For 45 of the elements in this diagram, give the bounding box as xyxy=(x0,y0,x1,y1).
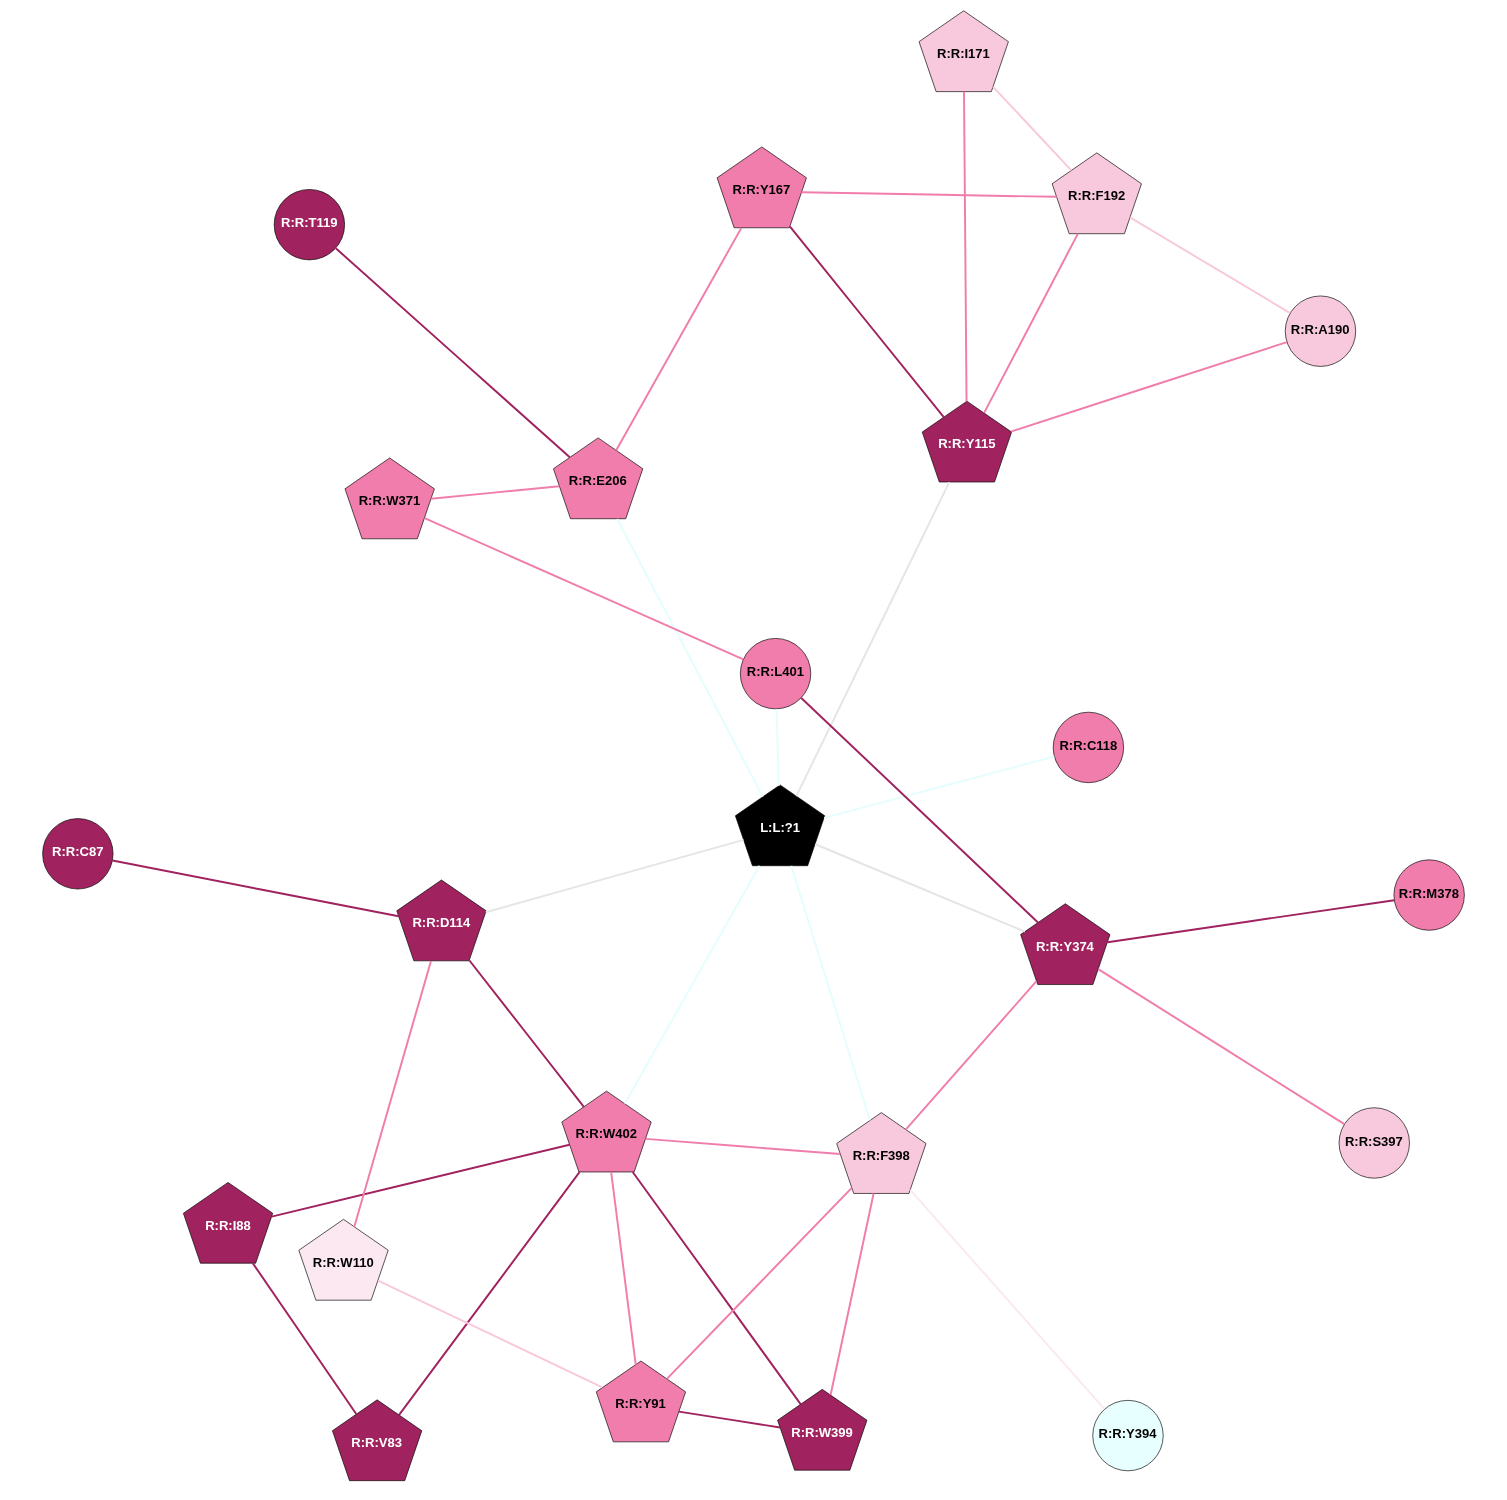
connector xyxy=(610,1171,637,1366)
connector xyxy=(790,864,871,1122)
connector xyxy=(795,481,951,798)
connector xyxy=(430,485,561,500)
node-circle: R:R:L401 xyxy=(740,638,812,710)
connector xyxy=(631,1171,802,1406)
connector xyxy=(983,232,1079,414)
node-circle: R:R:A190 xyxy=(1284,295,1357,367)
connector xyxy=(623,864,761,1105)
connector xyxy=(775,708,780,787)
connector xyxy=(353,960,432,1228)
connector xyxy=(909,1188,1106,1411)
node-circle: R:R:C118 xyxy=(1052,711,1124,783)
node-circle: R:R:T119 xyxy=(273,189,345,261)
connector xyxy=(484,838,745,914)
connector xyxy=(823,755,1056,819)
connector xyxy=(1106,899,1396,944)
connector xyxy=(468,959,585,1108)
connector xyxy=(644,1137,842,1156)
connector xyxy=(377,1279,604,1389)
connector xyxy=(398,1171,581,1416)
connector xyxy=(270,1143,571,1218)
connector xyxy=(251,1262,358,1416)
connector xyxy=(1097,968,1346,1126)
connector xyxy=(616,517,764,798)
connector xyxy=(789,225,945,418)
connector xyxy=(1010,341,1288,433)
connector xyxy=(423,517,745,661)
connector xyxy=(334,247,571,459)
connector xyxy=(1129,216,1292,315)
connector xyxy=(615,226,743,452)
connector xyxy=(111,859,400,918)
connector xyxy=(814,843,1026,933)
connector xyxy=(963,90,968,403)
connector xyxy=(800,697,1039,924)
connector xyxy=(992,85,1073,172)
connector xyxy=(905,980,1038,1131)
node-circle: R:R:C87 xyxy=(42,818,114,890)
node-circle: R:R:M378 xyxy=(1393,859,1465,931)
connector xyxy=(678,1410,781,1429)
node-circle: R:R:Y394 xyxy=(1092,1400,1164,1472)
node-circle: R:R:S397 xyxy=(1338,1107,1410,1179)
connector xyxy=(665,1186,853,1380)
connector xyxy=(800,191,1058,198)
connector xyxy=(829,1192,875,1396)
